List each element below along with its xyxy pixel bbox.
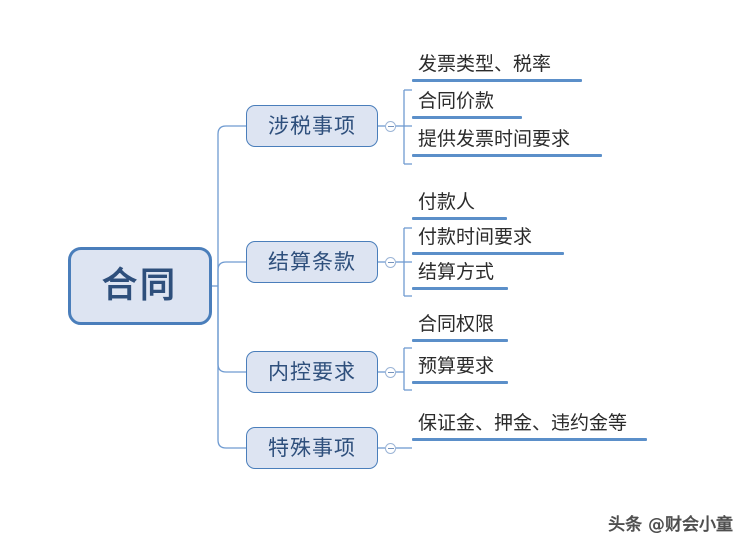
branch-node-special-matters[interactable]: 特殊事项 bbox=[246, 427, 378, 469]
leaf-label: 付款人 bbox=[418, 191, 476, 213]
branch-node-label: 特殊事项 bbox=[268, 435, 356, 460]
branch-node-label: 结算条款 bbox=[268, 249, 356, 274]
branch-node-label: 内控要求 bbox=[268, 359, 356, 384]
leaf-underline bbox=[412, 154, 602, 157]
leaf-item[interactable]: 合同权限 bbox=[412, 315, 508, 342]
leaf-underline bbox=[412, 116, 522, 119]
leaf-underline bbox=[412, 79, 582, 82]
branch-node-tax-matters[interactable]: 涉税事项 bbox=[246, 105, 378, 147]
watermark: 头条 @财会小童 bbox=[608, 515, 733, 535]
leaf-label: 提供发票时间要求 bbox=[418, 128, 571, 150]
collapse-minus-icon[interactable] bbox=[385, 442, 396, 454]
leaf-item[interactable]: 结算方式 bbox=[412, 263, 508, 290]
leaf-label: 合同权限 bbox=[418, 313, 495, 335]
root-node-label: 合同 bbox=[101, 265, 178, 306]
leaf-label: 结算方式 bbox=[418, 261, 495, 283]
leaf-label: 预算要求 bbox=[418, 355, 495, 377]
leaf-item[interactable]: 合同价款 bbox=[412, 92, 522, 119]
leaf-item[interactable]: 付款人 bbox=[412, 193, 507, 220]
leaf-label: 合同价款 bbox=[418, 90, 495, 112]
collapse-minus-icon[interactable] bbox=[385, 120, 396, 132]
leaf-item[interactable]: 预算要求 bbox=[412, 357, 508, 384]
collapse-minus-icon[interactable] bbox=[385, 256, 396, 268]
leaf-item[interactable]: 提供发票时间要求 bbox=[412, 130, 602, 157]
leaf-underline bbox=[412, 217, 507, 220]
branch-node-settlement-terms[interactable]: 结算条款 bbox=[246, 241, 378, 283]
leaf-label: 付款时间要求 bbox=[418, 226, 533, 248]
leaf-underline bbox=[412, 438, 647, 441]
leaf-underline bbox=[412, 252, 564, 255]
leaf-item[interactable]: 付款时间要求 bbox=[412, 228, 564, 255]
leaf-label: 发票类型、税率 bbox=[418, 53, 552, 75]
leaf-item[interactable]: 保证金、押金、违约金等 bbox=[412, 414, 647, 441]
branch-node-internal-control[interactable]: 内控要求 bbox=[246, 351, 378, 393]
leaf-underline bbox=[412, 339, 508, 342]
root-node[interactable]: 合同 bbox=[68, 247, 212, 325]
leaf-item[interactable]: 发票类型、税率 bbox=[412, 55, 582, 82]
branch-node-label: 涉税事项 bbox=[268, 113, 356, 138]
leaf-underline bbox=[412, 381, 508, 384]
leaf-label: 保证金、押金、违约金等 bbox=[418, 412, 628, 434]
collapse-minus-icon[interactable] bbox=[385, 366, 396, 378]
leaf-underline bbox=[412, 287, 508, 290]
